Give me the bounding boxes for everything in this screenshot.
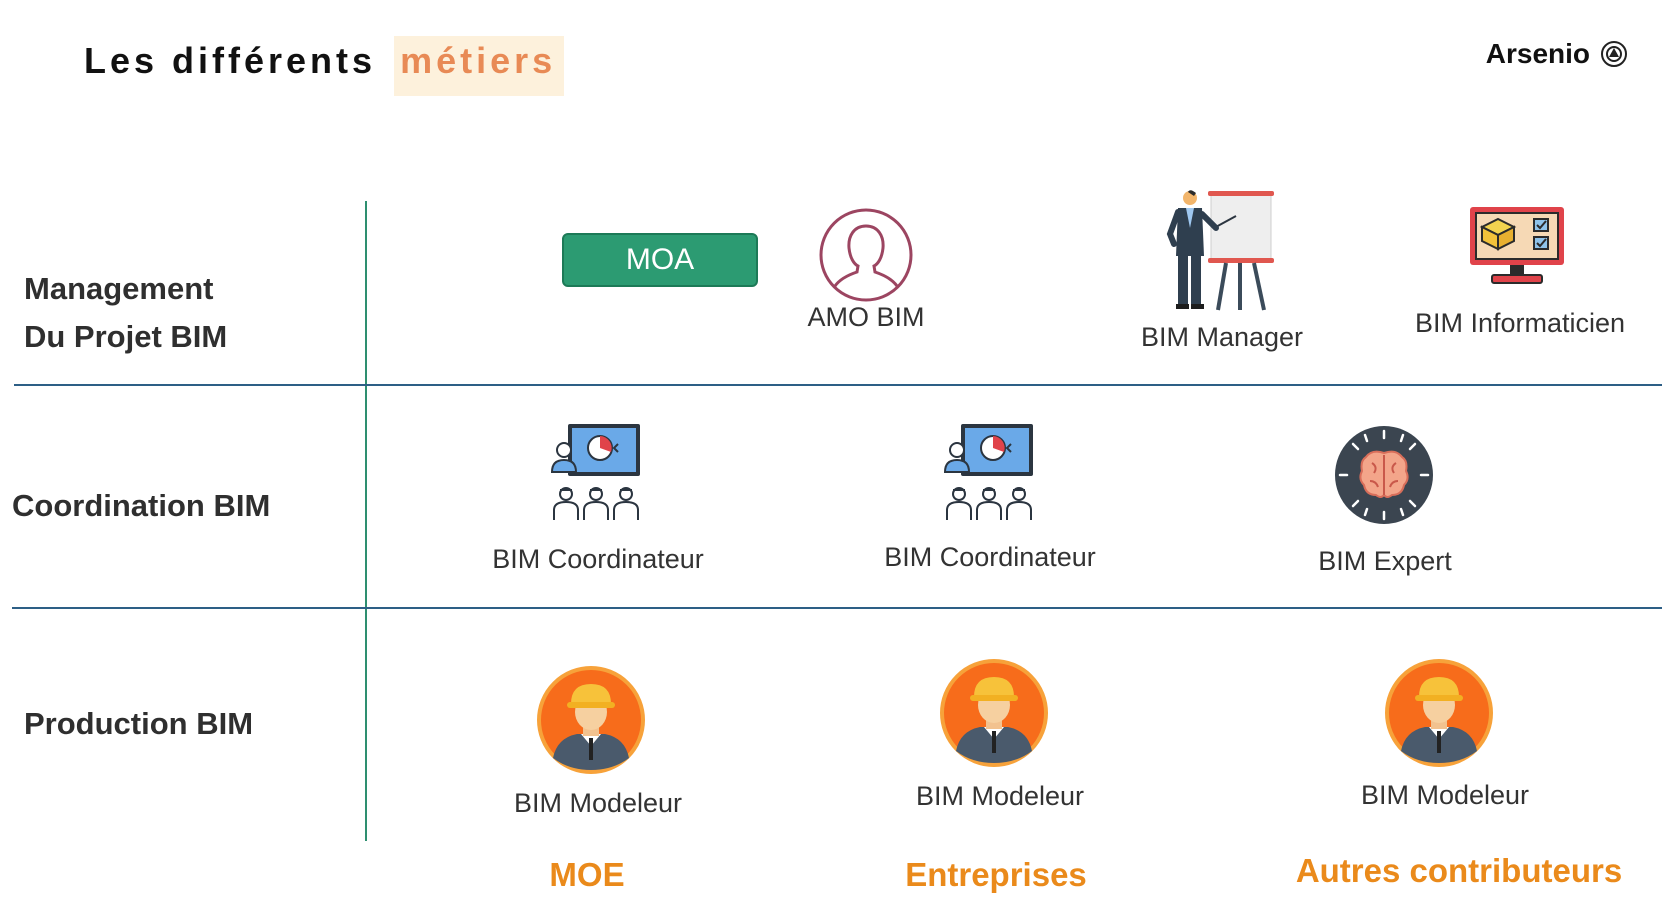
team-meeting-icon — [550, 424, 640, 520]
row-divider-2 — [12, 607, 1662, 609]
worker-avatar-icon — [940, 659, 1048, 767]
row-label-management-line1: Management — [24, 271, 214, 306]
worker-avatar-icon — [1385, 659, 1493, 767]
caption-bim-modeleur-3: BIM Modeleur — [1360, 780, 1530, 810]
row-label-management-line2: Du Projet BIM — [24, 319, 228, 354]
caption-bim-coordinateur-2: BIM Coordinateur — [884, 542, 1096, 572]
arsenio-logo-icon — [1601, 41, 1627, 67]
person-outline-icon — [819, 208, 913, 302]
caption-bim-expert: BIM Expert — [1318, 546, 1452, 576]
team-meeting-icon — [943, 424, 1033, 520]
caption-bim-modeleur-2: BIM Modeleur — [915, 781, 1085, 811]
title-prefix: Les différents — [84, 40, 377, 81]
monitor-icon — [1470, 207, 1564, 284]
brand: Arsenio — [1486, 38, 1628, 70]
caption-bim-manager: BIM Manager — [1140, 322, 1304, 352]
row-divider-1 — [14, 384, 1662, 386]
column-label-autres-contributeurs: Autres contributeurs — [1295, 852, 1623, 889]
presenter-icon — [1166, 190, 1274, 311]
page-title: Les différents métiers — [84, 36, 565, 96]
row-label-divider — [365, 201, 367, 841]
caption-bim-informaticien: BIM Informaticien — [1414, 308, 1626, 338]
brand-name: Arsenio — [1485, 38, 1590, 69]
column-label-entreprises: Entreprises — [905, 856, 1087, 893]
caption-bim-coordinateur-1: BIM Coordinateur — [492, 544, 704, 574]
column-label-moe: MOE — [549, 856, 625, 893]
row-label-management: Management Du Projet BIM — [24, 265, 227, 361]
row-label-production: Production BIM — [24, 706, 254, 741]
caption-amo-bim: AMO BIM — [807, 302, 925, 332]
moa-badge: MOA — [562, 233, 758, 287]
worker-avatar-icon — [537, 666, 645, 774]
row-label-coordination: Coordination BIM — [12, 488, 271, 523]
brain-icon — [1335, 426, 1433, 524]
title-highlight: métiers — [394, 36, 565, 96]
caption-bim-modeleur-1: BIM Modeleur — [513, 788, 683, 818]
